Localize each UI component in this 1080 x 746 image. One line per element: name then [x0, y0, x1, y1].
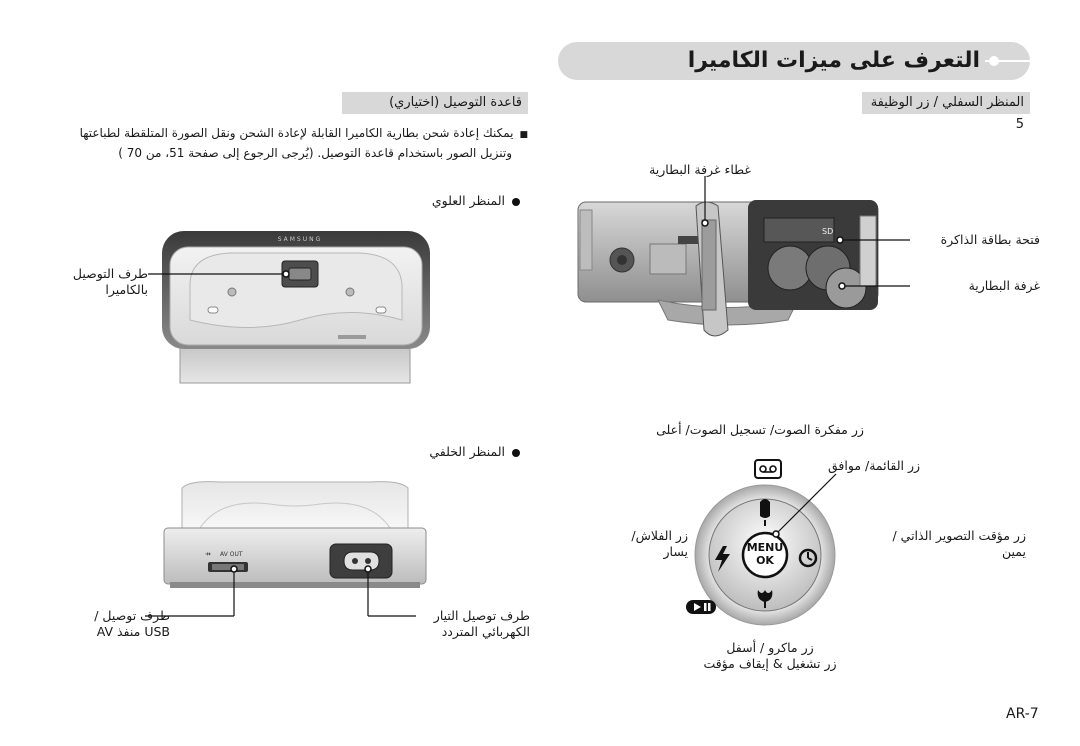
microphone-icon: [760, 499, 770, 518]
top-callout-line2: بالكاميرا: [105, 282, 148, 297]
self-timer-right-label: زر مؤقت التصوير الذاتي / يمين: [846, 528, 1026, 560]
battery-cover-label: غطاء غرفة البطارية: [649, 162, 751, 177]
page-title-pill: [558, 42, 1030, 80]
voice-memo-up-label: زر مفكرة الصوت/ تسجيل الصوت/ أعلى: [656, 422, 864, 437]
dock-description-line1: يمكنك إعادة شحن بطارية الكاميرا القابلة …: [79, 126, 514, 140]
top-callout-line: [148, 270, 290, 278]
rear-callout-right-line2: الكهربائي المتردد: [441, 624, 530, 639]
rear-view-heading: المنظر الخلفي: [380, 444, 520, 460]
top-callout-line1: طرف التوصيل: [72, 266, 148, 281]
bottom-view-section-header: المنظر السفلي / زر الوظيفة 5: [862, 92, 1030, 132]
round-bullet-icon: [512, 197, 520, 206]
function-dial-illustration: MENU OK: [686, 459, 837, 626]
self-timer-icon: [798, 548, 818, 568]
sd-card-icon: SD: [822, 227, 833, 236]
flash-left-line1: زر الفلاش/: [631, 528, 688, 543]
square-bullet-icon: ■: [519, 130, 528, 140]
dock-section-header: قاعدة التوصيل (اختياري): [342, 92, 528, 114]
rear-view-label: المنظر الخلفي: [429, 444, 505, 459]
page-title: التعرف على ميزات الكاميرا: [687, 48, 980, 73]
flash-left-label: زر الفلاش/ يسار: [608, 528, 688, 560]
self-timer-right-line1: زر مؤقت التصوير الذاتي /: [892, 528, 1026, 543]
top-view-heading: المنظر العلوي: [380, 193, 520, 209]
dial-ok-text: OK: [756, 554, 774, 567]
self-timer-right-line2: يمين: [1002, 544, 1026, 559]
macro-down-label: زر ماكرو / أسفل زر تشغيل & إيقاف مؤقت: [680, 640, 860, 672]
macro-down-line1: زر ماكرو / أسفل: [726, 640, 814, 655]
round-bullet-icon: [512, 448, 520, 457]
dock-rear-view-illustration: AV OUT ⇸: [163, 481, 427, 588]
rear-callout-right-label: طرف توصيل التيار الكهربائي المتردد: [410, 608, 530, 640]
menu-ok-label: زر القائمة/ موافق: [828, 458, 921, 473]
dial-menu-text: MENU: [747, 541, 784, 554]
dock-description: ■ يمكنك إعادة شحن بطارية الكاميرا القابلة…: [74, 124, 528, 162]
rear-callout-left-label: طرف توصيل / USB منفذ AV: [60, 608, 170, 640]
bottom-view-callout-lines: [701, 176, 910, 290]
dock-brand-text: SAMSUNG: [278, 236, 323, 243]
rear-callout-lines: [145, 565, 416, 617]
title-decoration-line: [985, 60, 1031, 62]
rear-callout-right-line1: طرف توصيل التيار: [433, 608, 530, 623]
title-decoration-dot: [989, 56, 999, 66]
rear-callout-left-line2: USB منفذ AV: [96, 624, 170, 639]
page-number: AR-7: [1006, 706, 1039, 722]
flash-left-line2: يسار: [663, 544, 688, 559]
dock-description-line2: وتنزيل الصور باستخدام قاعدة التوصيل. (يُ…: [118, 146, 512, 160]
macro-flower-icon: [757, 590, 773, 602]
av-out-text: AV OUT: [220, 551, 243, 558]
dock-top-view-illustration: SAMSUNG: [162, 231, 430, 384]
rear-callout-left-line1: طرف توصيل /: [94, 608, 170, 623]
top-callout-label: طرف التوصيل بالكاميرا: [60, 266, 148, 298]
usb-icon: ⇸: [205, 550, 211, 558]
card-slot-label: فتحة بطاقة الذاكرة: [940, 232, 1040, 247]
flash-icon: [715, 546, 730, 572]
battery-chamber-label: غرفة البطارية: [968, 278, 1040, 293]
camera-bottom-view-illustration: SD: [577, 200, 879, 337]
macro-down-line2: زر تشغيل & إيقاف مؤقت: [703, 656, 837, 671]
top-view-label: المنظر العلوي: [431, 193, 505, 208]
